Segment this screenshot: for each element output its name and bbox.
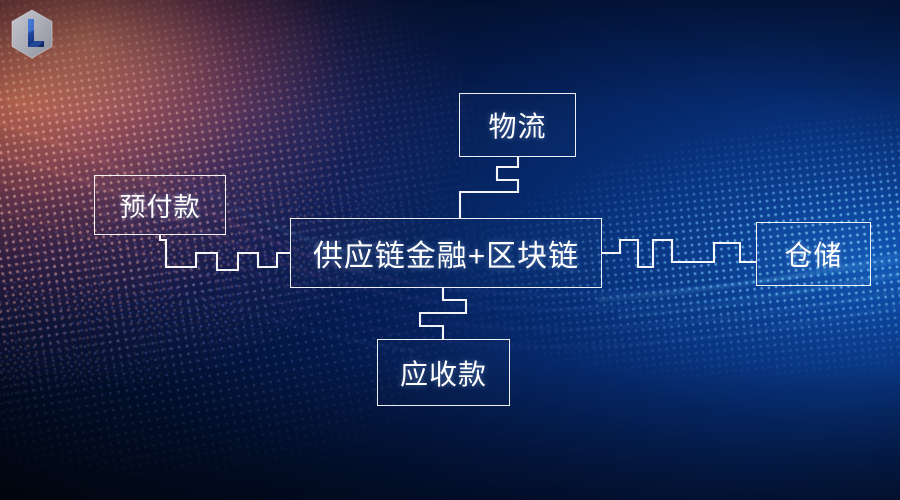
node-prepayment-label: 预付款 xyxy=(119,191,201,222)
connector-center-right xyxy=(602,238,756,269)
node-warehousing[interactable]: 仓储 xyxy=(756,222,871,286)
connector-center-top xyxy=(458,157,520,218)
hexagon-l-logo-icon[interactable] xyxy=(8,8,56,62)
connector-center-bottom xyxy=(418,288,468,339)
node-center-label: 供应链金融+区块链 xyxy=(312,240,580,273)
node-warehousing-label: 仓储 xyxy=(784,240,843,271)
node-logistics-label: 物流 xyxy=(488,111,547,142)
connector-center-left xyxy=(158,235,290,272)
node-logistics[interactable]: 物流 xyxy=(459,93,576,157)
node-receivables-label: 应收款 xyxy=(400,358,487,390)
node-receivables[interactable]: 应收款 xyxy=(377,339,510,406)
node-prepayment[interactable]: 预付款 xyxy=(94,175,226,235)
node-center[interactable]: 供应链金融+区块链 xyxy=(290,218,602,288)
